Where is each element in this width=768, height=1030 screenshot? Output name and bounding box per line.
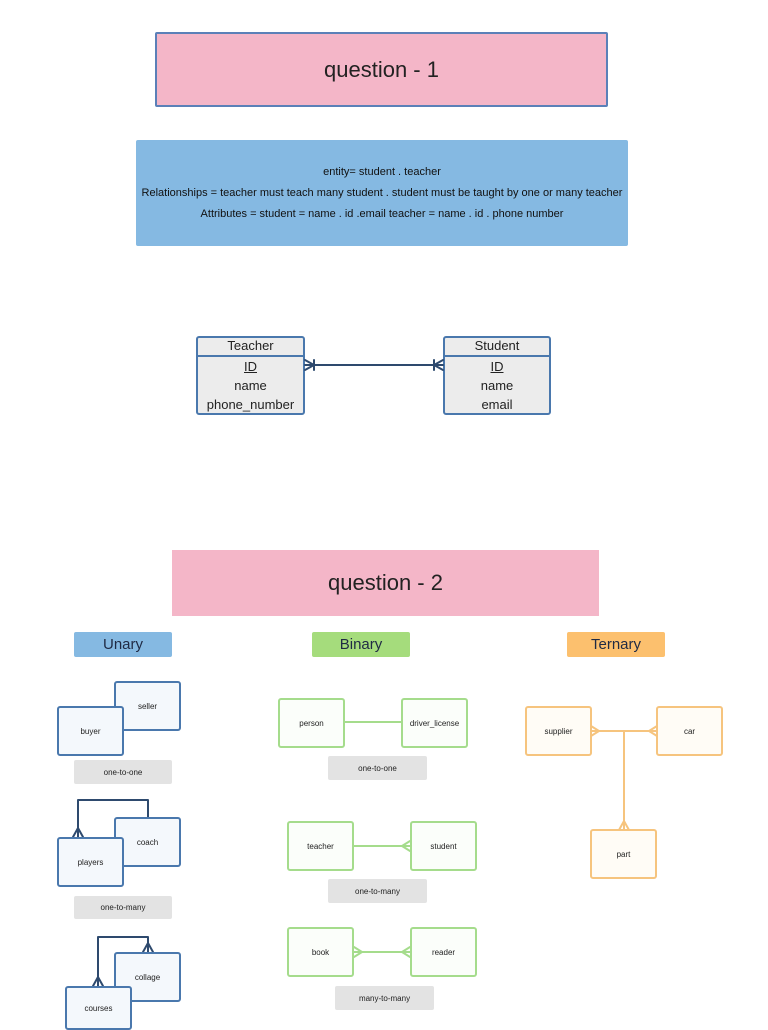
players-label: players <box>77 857 104 867</box>
question-2-title: question - 2 <box>172 550 599 616</box>
teacher-entity-small[interactable]: teacher <box>287 821 354 871</box>
attributes-line: Attributes = student = name . id .email … <box>200 208 564 220</box>
binary-one-to-many-label: one-to-many <box>328 879 427 903</box>
student-name-field: name <box>480 378 514 393</box>
teacher-small-label: teacher <box>307 841 334 851</box>
buyer-entity[interactable]: buyer <box>57 706 124 756</box>
reader-entity[interactable]: reader <box>410 927 477 977</box>
teacher-entity-title: Teacher <box>198 338 303 357</box>
supplier-entity[interactable]: supplier <box>525 706 592 756</box>
teacher-id-field: ID <box>244 359 257 374</box>
driver-license-label: driver_license <box>409 718 460 728</box>
student-entity-small[interactable]: student <box>410 821 477 871</box>
unary-one-to-many-connector <box>72 799 149 838</box>
student-id-field: ID <box>490 359 504 374</box>
driver-license-entity[interactable]: driver_license <box>401 698 468 748</box>
supplier-label: supplier <box>544 726 573 736</box>
student-small-label: student <box>430 841 457 851</box>
binary-many-to-many-label: many-to-many <box>335 986 434 1010</box>
binary-badge: Binary <box>312 632 410 657</box>
question-1-title-text: question - 1 <box>324 56 439 82</box>
student-entity[interactable]: Student ID name email <box>443 336 551 415</box>
courses-label: courses <box>84 1003 113 1013</box>
question-2-title-text: question - 2 <box>328 570 443 595</box>
question-1-title: question - 1 <box>155 32 608 107</box>
teacher-entity[interactable]: Teacher ID name phone_number <box>196 336 305 415</box>
binary-one-to-many-connector <box>353 840 411 852</box>
unary-one-to-many-label: one-to-many <box>74 896 172 919</box>
teacher-phone-field: phone_number <box>206 397 295 412</box>
coach-entity[interactable]: coach <box>114 817 181 867</box>
part-label: part <box>616 849 631 859</box>
unary-one-to-one-label: one-to-one <box>74 760 172 784</box>
buyer-label: buyer <box>80 726 101 736</box>
ternary-badge: Ternary <box>567 632 665 657</box>
collage-label: collage <box>134 972 161 982</box>
players-entity[interactable]: players <box>57 837 124 887</box>
person-entity[interactable]: person <box>278 698 345 748</box>
part-entity[interactable]: part <box>590 829 657 879</box>
question-1-description: entity= student . teacher Relationships … <box>136 140 628 246</box>
binary-one-to-one-label: one-to-one <box>328 756 427 780</box>
student-entity-title: Student <box>445 338 549 357</box>
seller-entity[interactable]: seller <box>114 681 181 731</box>
student-email-field: email <box>481 397 513 412</box>
unary-badge: Unary <box>74 632 172 657</box>
unary-many-to-many-connector <box>92 936 154 987</box>
binary-many-to-many-connector <box>353 946 411 958</box>
q1-many-to-many-connector <box>304 359 444 371</box>
car-label: car <box>683 726 696 736</box>
book-entity[interactable]: book <box>287 927 354 977</box>
ternary-connector <box>590 725 658 831</box>
book-label: book <box>311 947 330 957</box>
seller-label: seller <box>137 701 158 711</box>
relationships-line: Relationships = teacher must teach many … <box>141 187 623 199</box>
reader-label: reader <box>431 947 456 957</box>
teacher-name-field: name <box>234 378 267 393</box>
person-label: person <box>299 718 324 728</box>
coach-label: coach <box>136 837 159 847</box>
car-entity[interactable]: car <box>656 706 723 756</box>
courses-entity[interactable]: courses <box>65 986 132 1030</box>
entity-line: entity= student . teacher <box>323 166 441 178</box>
